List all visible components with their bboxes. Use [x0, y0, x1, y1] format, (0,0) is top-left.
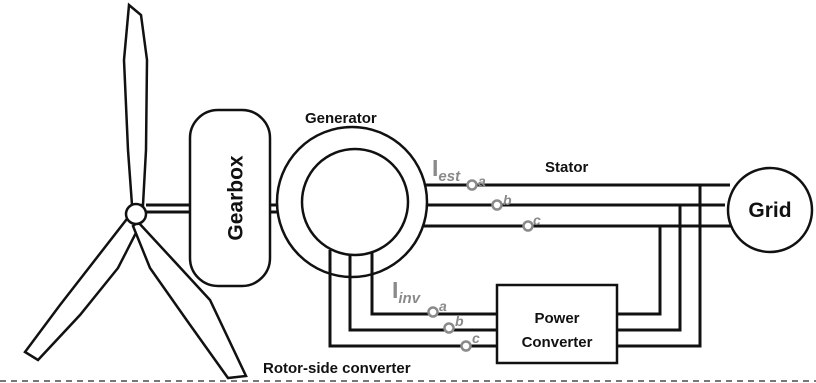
turbine-blade-right	[131, 220, 248, 380]
stator-sensor-a-label: a	[478, 173, 486, 189]
power-converter-box	[495, 283, 619, 365]
stator-current-label: Iest	[432, 155, 461, 185]
turbine-blade-top	[122, 2, 149, 207]
rotor-sensor-a-label: a	[439, 298, 447, 314]
turbine-hub	[124, 202, 148, 226]
rotor-side-converter-label: Rotor-side converter	[263, 360, 411, 377]
inverter-current-subscript: inv	[398, 290, 421, 307]
converter-grid-wire-a	[618, 226, 662, 316]
stator-label: Stator	[545, 159, 589, 176]
grid-label: Grid	[748, 199, 791, 222]
gearbox-label: Gearbox	[225, 155, 248, 241]
turbine-rotor	[23, 2, 248, 380]
generator	[275, 125, 429, 279]
rotor-sensor-b-label: b	[455, 313, 464, 329]
inverter-current-symbol: I	[392, 277, 398, 303]
inverter-current-label: Iinv	[392, 277, 422, 307]
stator-sensor-a	[466, 179, 478, 191]
rotor-wire-a	[370, 252, 497, 316]
stator-sensor-b	[491, 199, 503, 211]
stator-sensor-c	[522, 220, 534, 232]
stator-sensor-c-label: c	[533, 212, 541, 228]
power-converter-label-line1: Power	[534, 310, 579, 327]
rotor-sensor-a	[427, 306, 439, 318]
rotor-wire-c	[328, 250, 497, 348]
converter-grid-wire-c	[618, 185, 702, 348]
gearbox-box	[188, 108, 272, 288]
stator-current-subscript: est	[438, 168, 461, 185]
rotor-sensor-b	[443, 322, 455, 334]
power-converter-label-line2: Converter	[522, 334, 593, 351]
stator-current-symbol: I	[432, 155, 438, 181]
grid-circle	[726, 166, 814, 254]
stator-sensor-b-label: b	[503, 192, 512, 208]
generator-rotor-circle	[300, 147, 410, 257]
generator-label: Generator	[305, 110, 377, 127]
rotor-sensor-c	[460, 340, 472, 352]
turbine-blade-left	[23, 213, 142, 362]
rotor-sensor-c-label: c	[472, 330, 480, 346]
converter-grid-wire-b	[618, 205, 682, 332]
